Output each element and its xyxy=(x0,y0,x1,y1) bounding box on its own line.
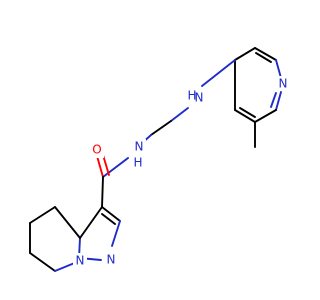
bond-pyrazole-c3-c4 xyxy=(101,206,121,222)
bond-pyridine-c6-c5 xyxy=(254,109,277,123)
bond-pyrazole-c3-c4-inner xyxy=(101,213,116,225)
pyrazole-n2-label-background xyxy=(104,252,118,268)
bond-ethylene-c1-c2 xyxy=(150,120,172,136)
pyridine-nitrogen-label-background xyxy=(276,76,288,91)
amine-nitrogen-label: N xyxy=(195,91,204,105)
bond-saturated-c4-c5 xyxy=(29,206,56,224)
carbonyl-oxygen-label: O xyxy=(92,143,101,157)
bond-pyridine-c3-c4 xyxy=(254,47,277,61)
bond-carbonyl-to-pyrazole xyxy=(101,176,104,208)
bond-pyridine-c3-c4-inner xyxy=(255,52,272,63)
amine-hydrogen-label: H xyxy=(187,89,196,103)
bond-saturated-c6-c7 xyxy=(29,252,56,272)
bond-pyrazole-c7a-c3 xyxy=(79,206,103,239)
bond-pyridine-n1-c6-inner xyxy=(270,92,277,108)
molecule-structure-svg: N H N N H O N N xyxy=(29,47,288,272)
oxygen-label-background xyxy=(90,142,104,158)
bond-pyridine-c2-c3 xyxy=(234,47,256,61)
pyrazole-n1-label-background xyxy=(73,253,87,269)
pyrazole-n1-label: N xyxy=(76,254,85,268)
bond-saturated-c7a-c4 xyxy=(54,206,81,239)
amide-nitrogen-label: N xyxy=(135,140,144,154)
pyridine-nitrogen-label: N xyxy=(279,77,288,91)
bond-pyridine-c4-n1 xyxy=(275,59,282,79)
amide-nitrogen-label-background xyxy=(132,139,146,155)
amide-hydrogen-label-background xyxy=(131,156,145,170)
bond-pyridine-n1-c6 xyxy=(275,91,282,111)
bond-pyridine-c5-c4a xyxy=(234,109,256,123)
bond-amine-to-ethylene xyxy=(170,107,189,122)
amide-hydrogen-label: H xyxy=(133,156,142,170)
bond-pyridine-to-amine xyxy=(201,59,236,87)
molecule-canvas: N H N N H O N N xyxy=(29,47,288,272)
bond-pyrazole-c4-n2 xyxy=(111,220,121,247)
bond-carbonyl-o-inner xyxy=(102,154,110,176)
pyrazole-n2-label: N xyxy=(107,253,116,267)
bond-pyridine-c5-c4a-inner xyxy=(239,107,256,118)
bond-carbonyl-o xyxy=(96,155,104,178)
amine-nitrogen-label-background xyxy=(192,90,206,106)
bond-amide-n-to-carbonyl xyxy=(102,157,129,178)
